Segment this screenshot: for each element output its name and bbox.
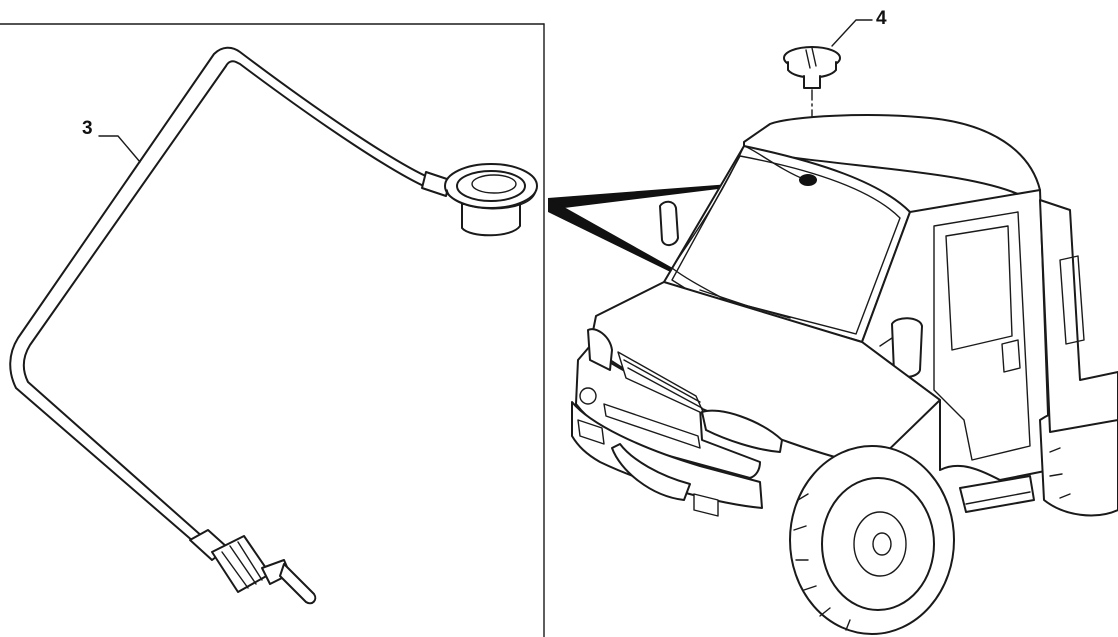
antenna-plug <box>189 529 317 605</box>
antenna-socket <box>444 163 538 237</box>
callout-3: 3 <box>82 118 141 163</box>
front-wheel <box>789 445 955 635</box>
antenna-cable <box>9 46 538 605</box>
detail-panel-frame <box>0 23 545 637</box>
antenna-cap <box>783 46 841 171</box>
callout-4-label: 4 <box>876 8 887 29</box>
truck-cab <box>571 114 1118 635</box>
callout-4: 4 <box>831 8 887 47</box>
callout-3-label: 3 <box>82 118 93 139</box>
